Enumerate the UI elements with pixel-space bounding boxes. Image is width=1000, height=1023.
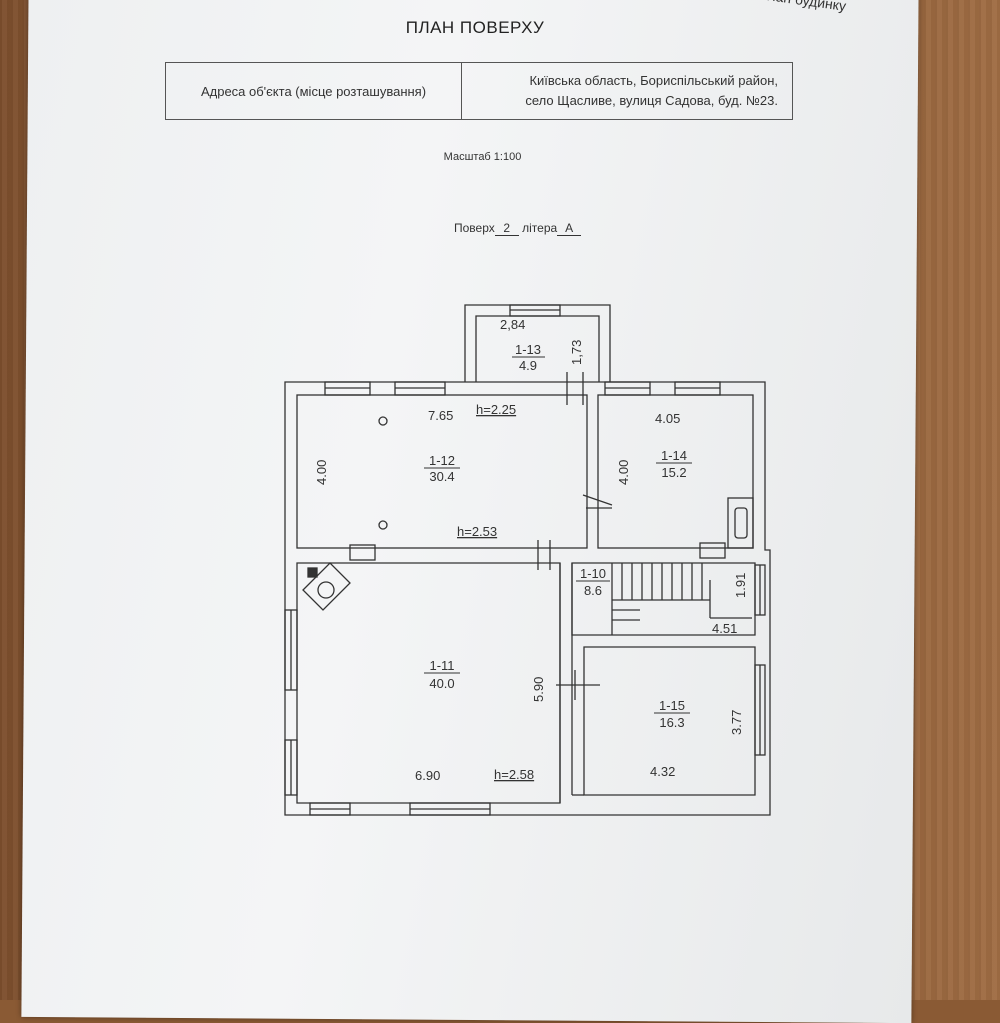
- ceiling-height: h=2.58: [494, 767, 534, 782]
- ceiling-height: h=2.25: [476, 402, 516, 417]
- address-line-1: Київська область, Бориспільський район,: [529, 73, 778, 88]
- room-id: 1-12: [429, 453, 455, 468]
- dimension: 7.65: [428, 408, 453, 423]
- dimension: 6.90: [415, 768, 440, 783]
- room-id: 1-15: [659, 698, 685, 713]
- scale-label: Масштаб 1:100: [443, 151, 522, 163]
- room-15-wall: [583, 646, 756, 796]
- dimension: 1,73: [569, 340, 584, 365]
- dimension: 1.91: [733, 573, 748, 598]
- fireplace: [302, 562, 351, 611]
- room-area: 16.3: [659, 715, 684, 730]
- floor-letter: А: [557, 221, 582, 236]
- outer-wall: [284, 381, 771, 816]
- room-area: 40.0: [429, 676, 454, 691]
- dimension: 2,84: [500, 317, 525, 332]
- room-area: 15.2: [661, 465, 686, 480]
- floor-middle: літера: [522, 221, 558, 235]
- room-id: 1-13: [515, 342, 541, 357]
- room-id: 1-10: [580, 566, 606, 581]
- floor-plan: 1-13 4.9 1-12 30.4 1-14 15.2 1-10 8.6 1-…: [284, 304, 771, 816]
- room-area: 8.6: [584, 583, 602, 598]
- column: [378, 416, 388, 426]
- dimension: 4.00: [616, 460, 631, 485]
- room-area: 30.4: [429, 469, 454, 484]
- radiator: [699, 542, 726, 559]
- dimension: 3.77: [729, 710, 744, 735]
- dimension: 4.32: [650, 764, 675, 779]
- dimension: 4.00: [314, 460, 329, 485]
- room-area: 4.9: [519, 358, 537, 373]
- dimension: 4.51: [712, 621, 737, 636]
- column: [378, 520, 388, 530]
- dimension: 5.90: [531, 677, 546, 702]
- address-label: Адреса об'єкта (місце розташування): [166, 63, 462, 119]
- address-line-2: село Щасливе, вулиця Садова, буд. №23.: [525, 93, 778, 108]
- room-id: 1-11: [429, 658, 454, 673]
- floor-prefix: Поверх: [454, 221, 495, 235]
- sink: [727, 497, 754, 549]
- floor-number: 2: [494, 221, 519, 236]
- dimension: 4.05: [655, 411, 680, 426]
- address-value: Київська область, Бориспільський район, …: [462, 63, 792, 119]
- ceiling-height: h=2.53: [457, 524, 497, 539]
- address-table: Адреса об'єкта (місце розташування) Київ…: [165, 62, 793, 120]
- room-id: 1-14: [661, 448, 687, 463]
- page-title: ПЛАН ПОВЕРХУ: [405, 18, 545, 37]
- radiator: [349, 544, 376, 561]
- staircase: [611, 563, 752, 635]
